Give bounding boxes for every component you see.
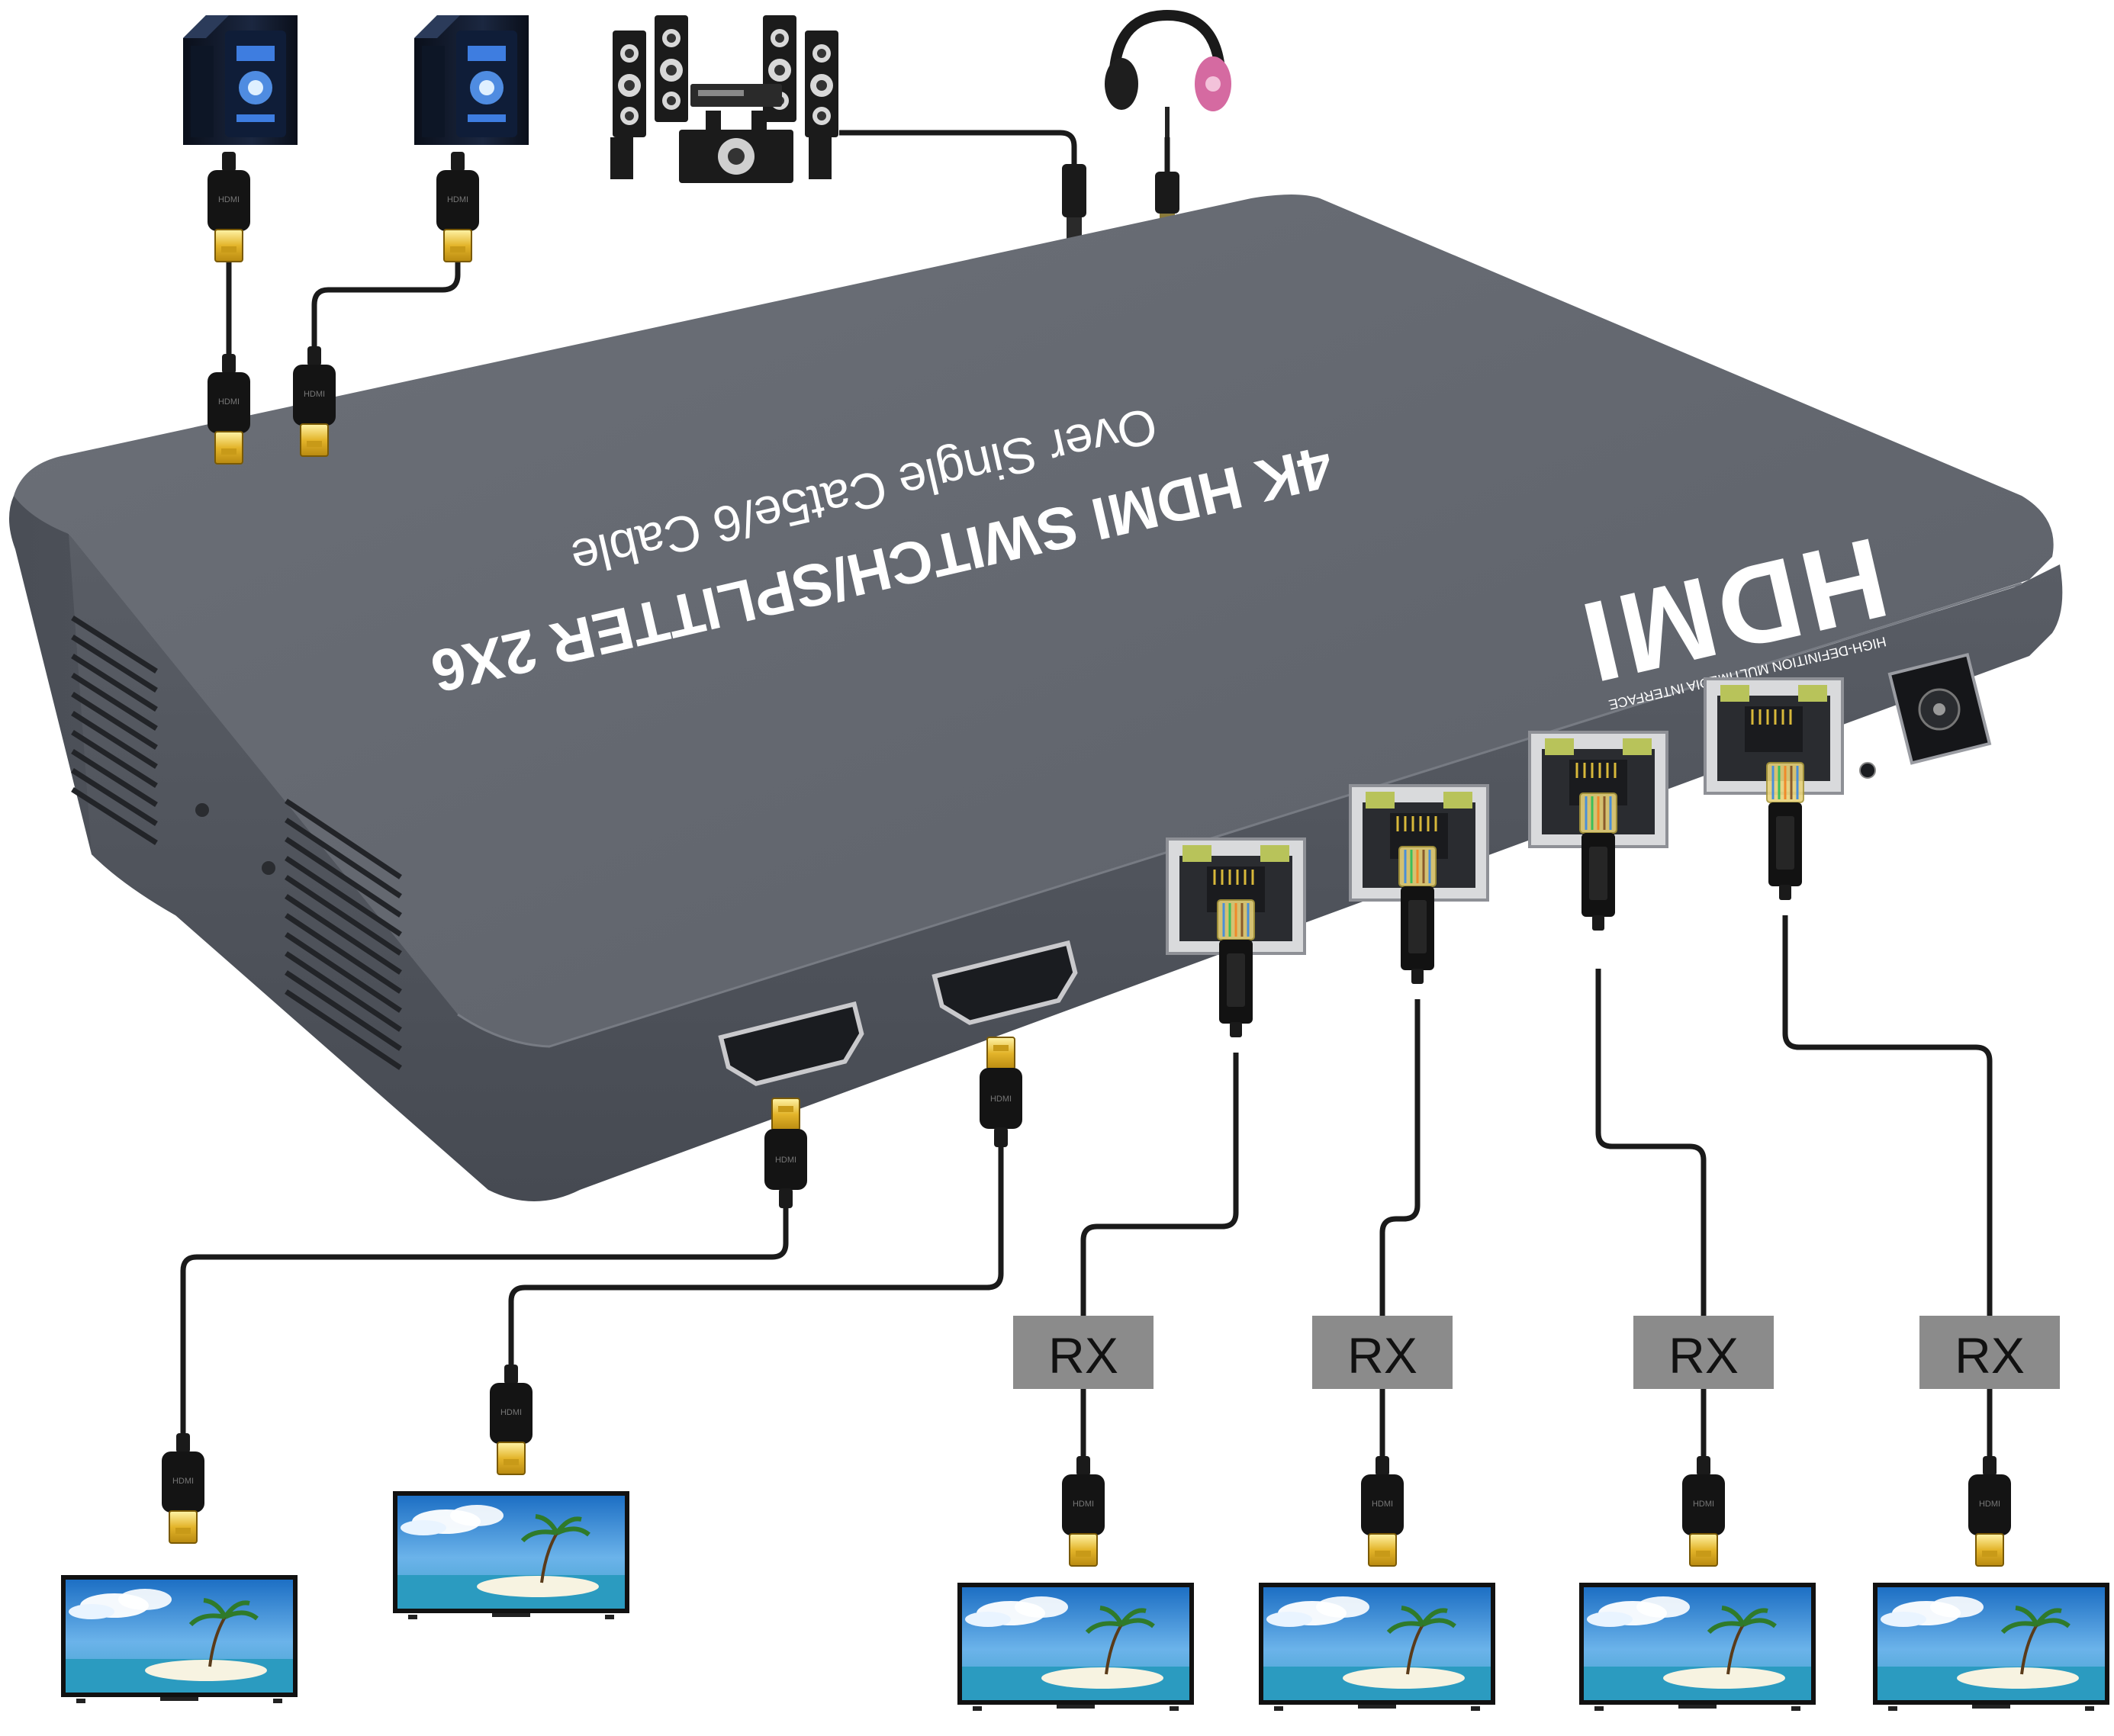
pc-tower-icon bbox=[183, 15, 298, 145]
rx-box-4: RX bbox=[1919, 1316, 2060, 1389]
dc-power-jack[interactable] bbox=[1887, 653, 1992, 765]
rx-box-3: RX bbox=[1633, 1316, 1774, 1389]
tv6-hdmi-plug bbox=[1968, 1455, 2012, 1567]
rx-label: RX bbox=[1668, 1327, 1739, 1384]
pc-tower-icon bbox=[414, 15, 529, 145]
utp-out3-plug bbox=[1578, 792, 1618, 932]
tv-beach-icon bbox=[1579, 1583, 1816, 1711]
rx-box-1: RX bbox=[1013, 1316, 1154, 1389]
hdmi-out1-port[interactable] bbox=[718, 1001, 867, 1088]
tv-beach-icon bbox=[1873, 1583, 2109, 1711]
hdmi-plug-pc1-top bbox=[207, 151, 251, 262]
utp-out1-plug bbox=[1216, 899, 1256, 1039]
power-led bbox=[1859, 762, 1876, 779]
utp-out2-plug bbox=[1398, 845, 1437, 985]
side-vents bbox=[71, 616, 402, 1070]
tv3-hdmi-plug bbox=[1061, 1455, 1105, 1567]
audio-cables bbox=[839, 130, 1170, 175]
tv-beach-icon bbox=[61, 1575, 298, 1703]
hdmi-out2-port[interactable] bbox=[932, 940, 1081, 1027]
tv2-hdmi-plug bbox=[489, 1364, 533, 1475]
tv-beach-icon bbox=[393, 1491, 629, 1619]
output-cables bbox=[180, 915, 1993, 1457]
home-theater-speakers-icon bbox=[610, 15, 838, 183]
rx-box-2: RX bbox=[1312, 1316, 1453, 1389]
hdmi-plug-pc2-top bbox=[436, 151, 480, 262]
rx-label: RX bbox=[1347, 1327, 1417, 1384]
rx-label: RX bbox=[1048, 1327, 1118, 1384]
rx-label: RX bbox=[1955, 1327, 2025, 1384]
tv1-hdmi-plug bbox=[161, 1432, 205, 1544]
tv-beach-icon bbox=[957, 1583, 1194, 1711]
hdmi-input-cables bbox=[226, 229, 461, 358]
tv5-hdmi-plug bbox=[1681, 1455, 1726, 1567]
dc-label: DC/5V bbox=[1895, 776, 1958, 813]
utp-out4-plug bbox=[1765, 761, 1805, 902]
headphones-icon bbox=[1105, 9, 1231, 137]
tv4-hdmi-plug bbox=[1360, 1455, 1405, 1567]
tv-beach-icon bbox=[1259, 1583, 1495, 1711]
switch-splitter-device: 4K HDMI SWITCH/SPLITTER 2X6 Over Single … bbox=[8, 194, 2063, 1201]
